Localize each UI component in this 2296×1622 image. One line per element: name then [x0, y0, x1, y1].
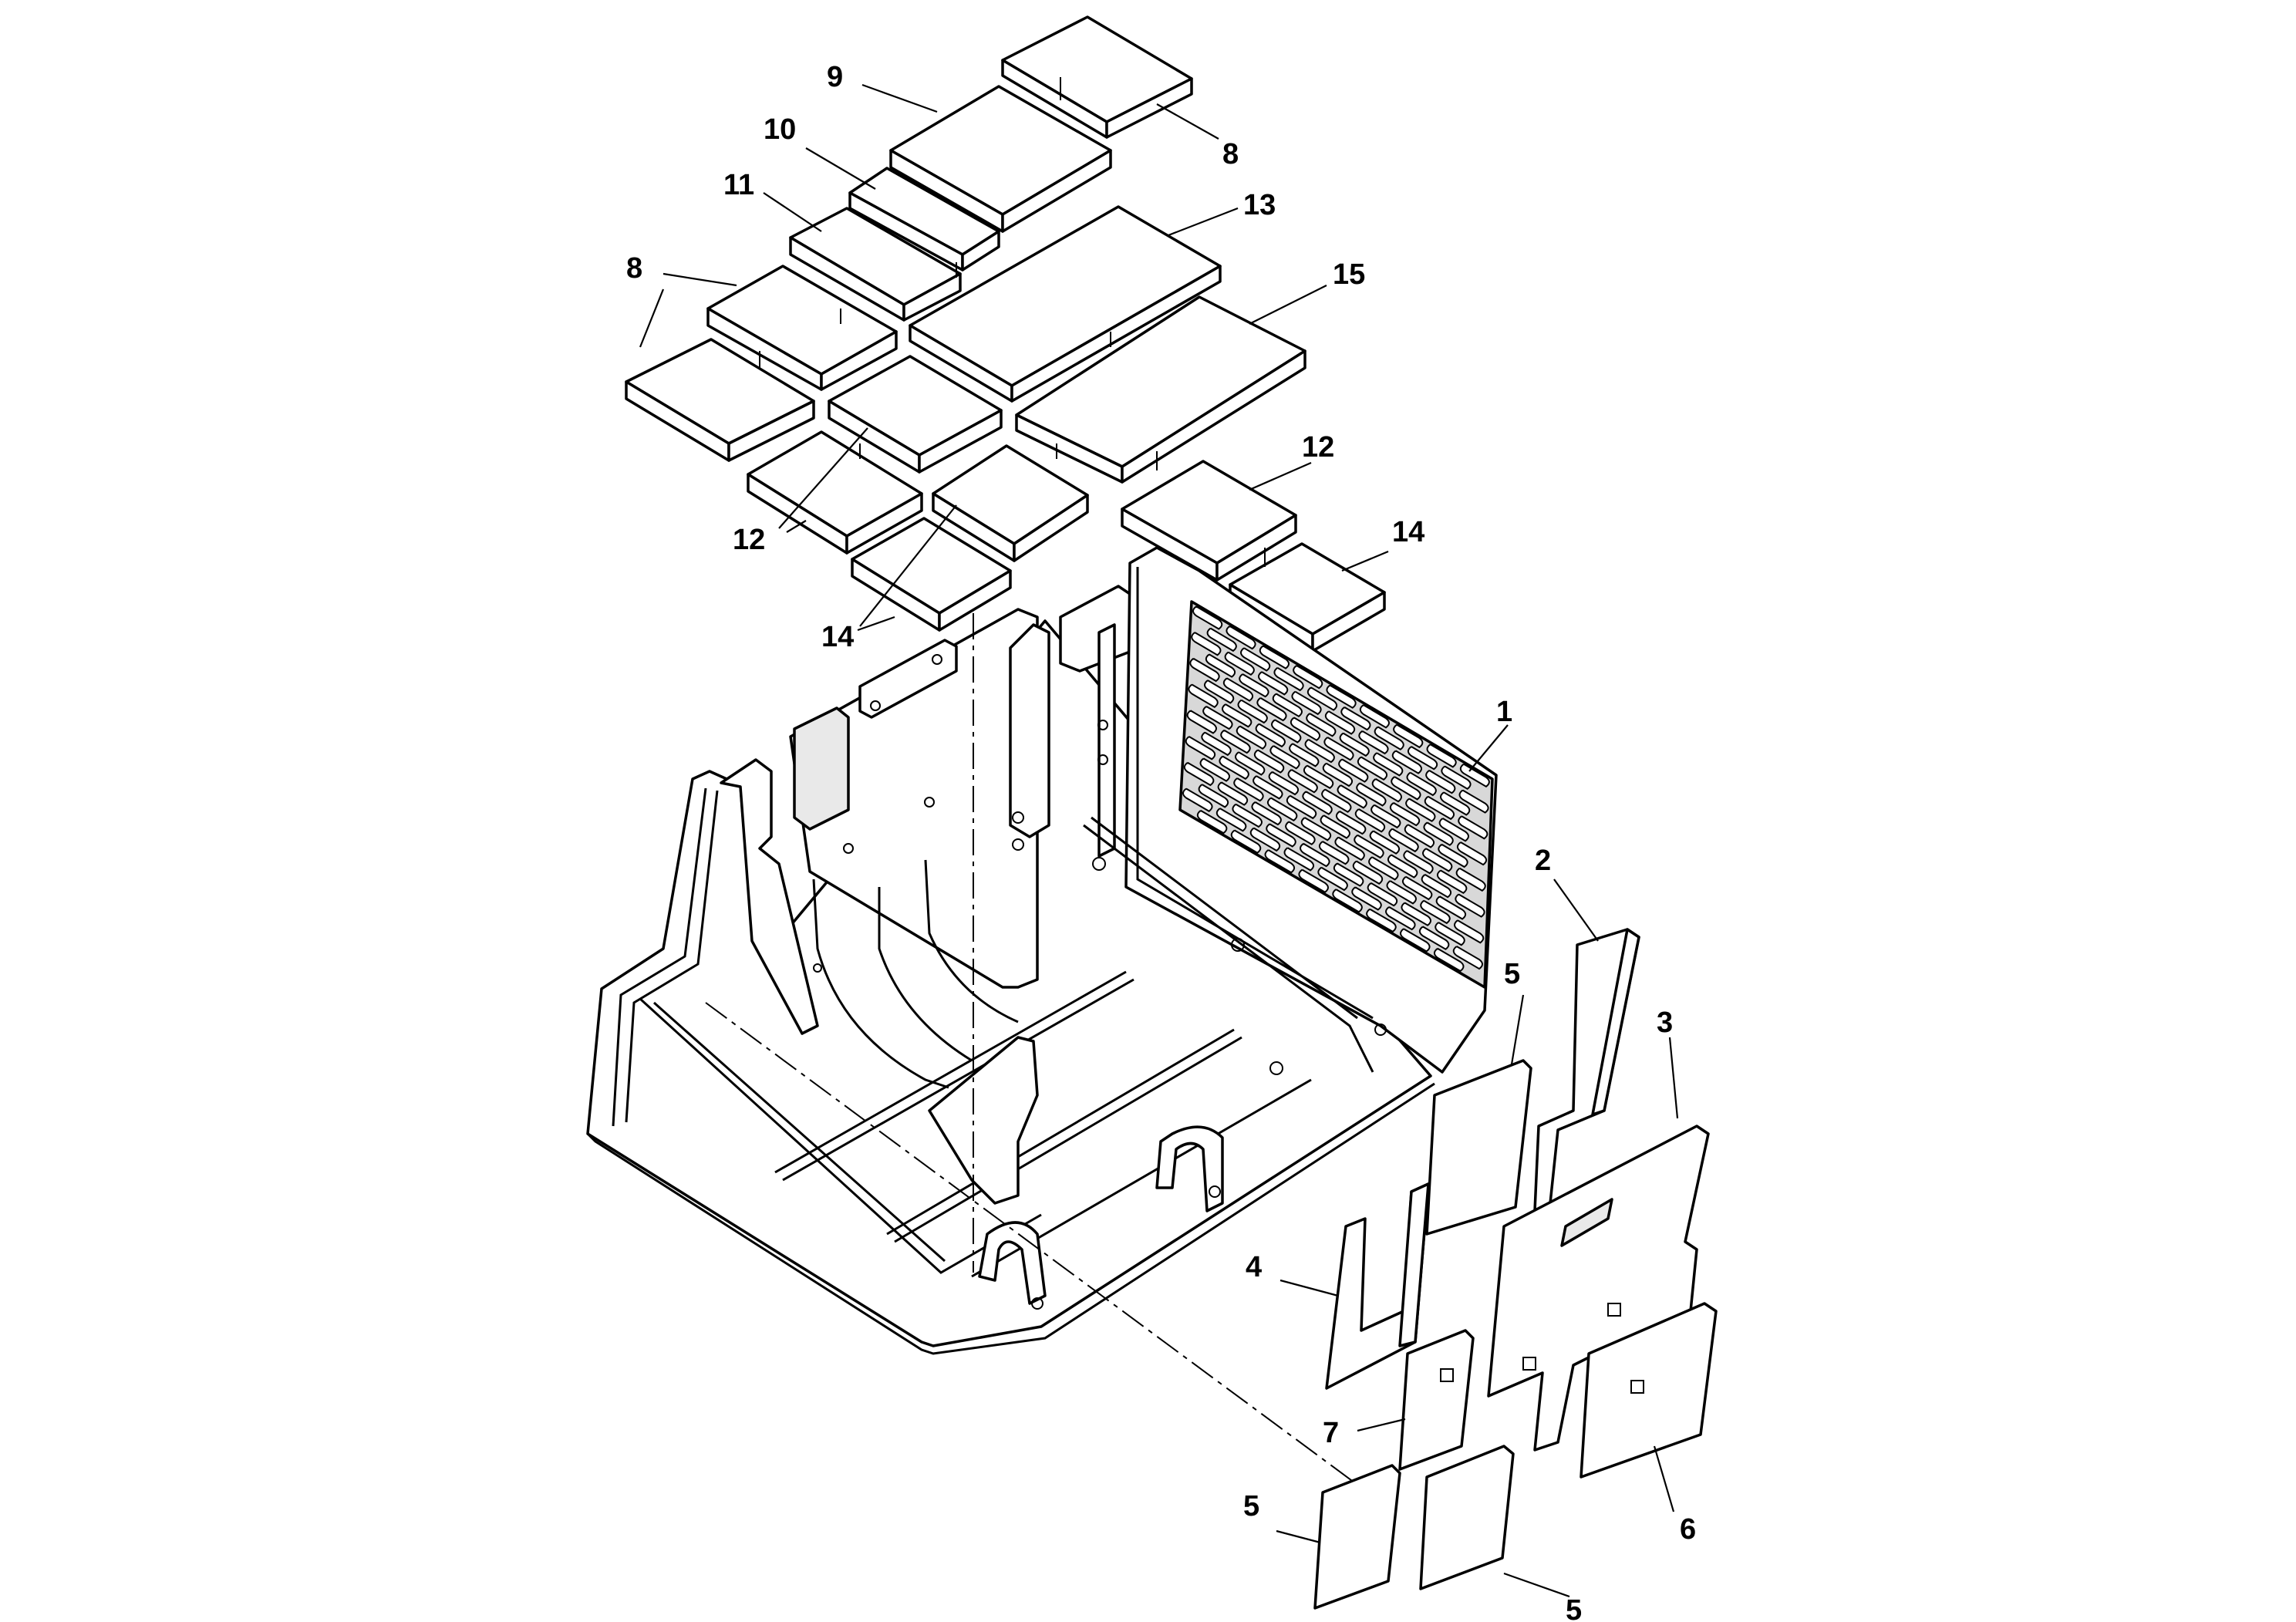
block-11 — [789, 207, 962, 322]
callout-6: 6 — [1680, 1513, 1696, 1546]
callout-12: 12 — [733, 524, 765, 556]
block-12-lower — [747, 430, 923, 555]
callout-4: 4 — [1246, 1251, 1262, 1283]
callout-5: 5 — [1566, 1594, 1582, 1622]
callout-15: 15 — [1333, 258, 1365, 291]
plate-5-lower-right — [1419, 1445, 1515, 1590]
callout-12: 12 — [1302, 431, 1334, 464]
block-14-center — [932, 444, 1089, 562]
callout-14: 14 — [821, 621, 854, 653]
assembly-line-diagonal — [705, 1002, 1358, 1485]
callout-8: 8 — [1222, 138, 1239, 170]
plate-5-lower-left — [1313, 1464, 1401, 1610]
callout-11: 11 — [723, 169, 754, 201]
block-15 — [1015, 295, 1306, 484]
base-frame — [586, 546, 1498, 1355]
callout-3: 3 — [1657, 1007, 1673, 1039]
callout-7: 7 — [1323, 1417, 1339, 1449]
callout-9: 9 — [827, 61, 843, 93]
callout-2: 2 — [1535, 845, 1551, 877]
callout-1: 1 — [1496, 696, 1512, 728]
perforated-panel — [1178, 600, 1494, 989]
plate-6 — [1580, 1302, 1718, 1479]
callout-8: 8 — [626, 252, 642, 285]
block-12-right — [1121, 460, 1297, 582]
callout-5: 5 — [1243, 1490, 1259, 1523]
block-10 — [848, 167, 1000, 271]
block-9 — [889, 85, 1112, 233]
callout-5: 5 — [1504, 958, 1520, 990]
block-13 — [909, 205, 1222, 403]
leader-lines — [639, 83, 1679, 1598]
callout-10: 10 — [764, 113, 796, 146]
block-14-lower — [851, 517, 1012, 632]
plate-2 — [1533, 928, 1640, 1212]
plate-7 — [1398, 1329, 1475, 1471]
side-plates — [1313, 928, 1718, 1610]
block-12-center — [828, 355, 1003, 474]
block-8-left-lower — [625, 338, 815, 462]
bolt-holes — [813, 720, 1387, 1310]
plate-4 — [1325, 1182, 1430, 1390]
plate-5-upper — [1425, 1059, 1532, 1236]
callout-14: 14 — [1392, 516, 1424, 548]
block-8-top — [1001, 15, 1193, 139]
callout-labels: 9 8 10 11 13 8 15 12 12 14 14 1 2 5 3 4 … — [626, 61, 1696, 1622]
callout-13: 13 — [1243, 189, 1276, 221]
insulation-blocks — [625, 15, 1386, 653]
block-8-left-upper — [706, 265, 898, 391]
